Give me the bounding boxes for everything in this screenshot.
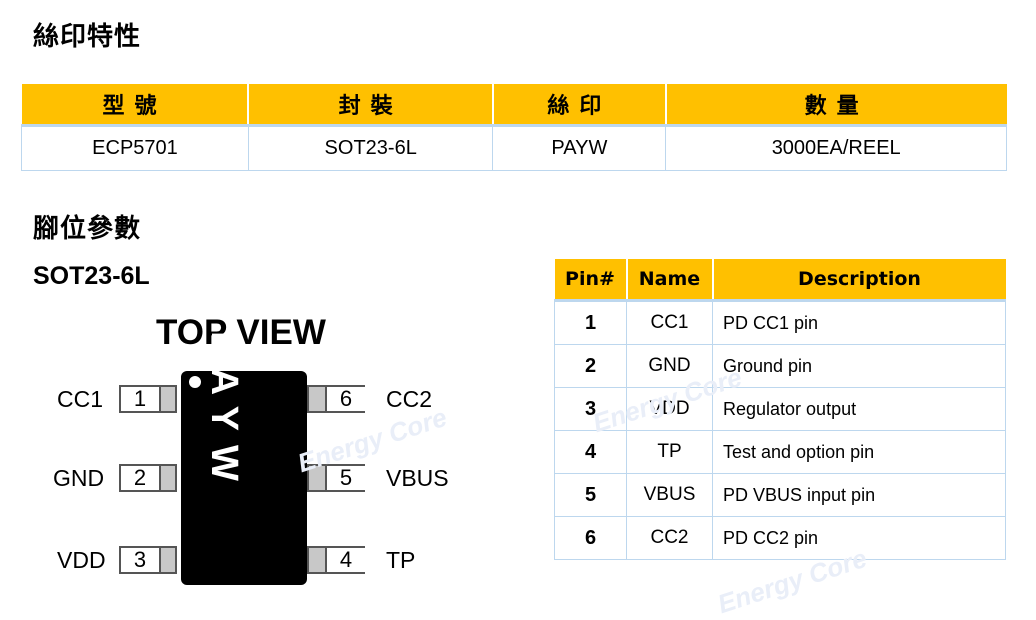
table-header-row: 型號 封裝 絲印 數量 xyxy=(21,84,1007,127)
pin-number: 1 xyxy=(121,387,161,411)
chip-body: PAYW xyxy=(181,331,307,585)
cell-quantity: 3000EA/REEL xyxy=(665,125,1007,171)
pin-number: 2 xyxy=(121,466,161,490)
package-name: SOT23-6L xyxy=(33,262,150,290)
pin-number: 4 xyxy=(325,548,365,572)
cell-pin-name: VBUS xyxy=(626,473,713,517)
pin-label-gnd: GND xyxy=(53,465,105,491)
table-row: 2 GND Ground pin xyxy=(554,344,1006,388)
cell-pin-number: 3 xyxy=(554,387,627,431)
cell-pin-description: Test and option pin xyxy=(712,430,1006,474)
chip-marking: PAYW xyxy=(203,331,245,495)
table-row: 5 VBUS PD VBUS input pin xyxy=(554,473,1006,517)
cell-pin-name: VDD xyxy=(626,387,713,431)
cell-model: ECP5701 xyxy=(21,125,249,171)
top-view-label: TOP VIEW xyxy=(156,313,326,352)
table-row: 1 CC1 PD CC1 pin xyxy=(554,300,1006,345)
cell-pin-name: CC2 xyxy=(626,516,713,560)
cell-pin-description: PD CC1 pin xyxy=(712,300,1006,345)
cell-pin-number: 4 xyxy=(554,430,627,474)
cell-marking: PAYW xyxy=(492,125,667,171)
table-row: 4 TP Test and option pin xyxy=(554,430,1006,474)
pin-1: 1 xyxy=(119,385,177,413)
pin-label-cc1: CC1 xyxy=(57,386,104,412)
marking-table: 型號 封裝 絲印 數量 ECP5701 SOT23-6L PAYW 3000EA… xyxy=(21,84,1007,171)
pin-2: 2 xyxy=(119,464,177,492)
header-description: Description xyxy=(712,259,1006,302)
header-quantity: 數量 xyxy=(665,84,1007,127)
pin-number: 6 xyxy=(325,387,365,411)
header-marking: 絲印 xyxy=(492,84,667,127)
cell-pin-description: Regulator output xyxy=(712,387,1006,431)
header-model: 型號 xyxy=(21,84,250,127)
table-header-row: Pin# Name Description xyxy=(554,259,1006,302)
pin-6: 6 xyxy=(307,385,365,413)
cell-pin-number: 5 xyxy=(554,473,627,517)
cell-pin-number: 6 xyxy=(554,516,627,560)
pin-description-table: Pin# Name Description 1 CC1 PD CC1 pin 2… xyxy=(554,259,1006,560)
header-name: Name xyxy=(626,259,714,302)
header-package: 封裝 xyxy=(248,84,494,127)
table-row: 3 VDD Regulator output xyxy=(554,387,1006,431)
table-row: 6 CC2 PD CC2 pin xyxy=(554,516,1006,560)
pin-3: 3 xyxy=(119,546,177,574)
cell-pin-description: PD CC2 pin xyxy=(712,516,1006,560)
pin-number: 5 xyxy=(325,466,365,490)
pin-section-title: 腳位參數 xyxy=(33,214,142,244)
marking-section-title: 絲印特性 xyxy=(33,22,142,52)
cell-pin-description: PD VBUS input pin xyxy=(712,473,1006,517)
header-pin-number: Pin# xyxy=(554,259,628,302)
pin-label-cc2: CC2 xyxy=(386,386,433,412)
cell-pin-number: 2 xyxy=(554,344,627,388)
pin1-dot xyxy=(189,376,201,388)
cell-pin-number: 1 xyxy=(554,300,627,345)
cell-pin-name: GND xyxy=(626,344,713,388)
cell-pin-description: Ground pin xyxy=(712,344,1006,388)
pin-5: 5 xyxy=(307,464,365,492)
cell-pin-name: CC1 xyxy=(626,300,713,345)
table-row: ECP5701 SOT23-6L PAYW 3000EA/REEL xyxy=(21,125,1007,171)
pin-label-vbus: VBUS xyxy=(386,465,449,491)
cell-package: SOT23-6L xyxy=(247,125,494,171)
pin-label-vdd: VDD xyxy=(57,547,106,573)
pin-4: 4 xyxy=(307,546,365,574)
cell-pin-name: TP xyxy=(626,430,713,474)
pin-number: 3 xyxy=(121,548,161,572)
pin-label-tp: TP xyxy=(386,547,416,573)
